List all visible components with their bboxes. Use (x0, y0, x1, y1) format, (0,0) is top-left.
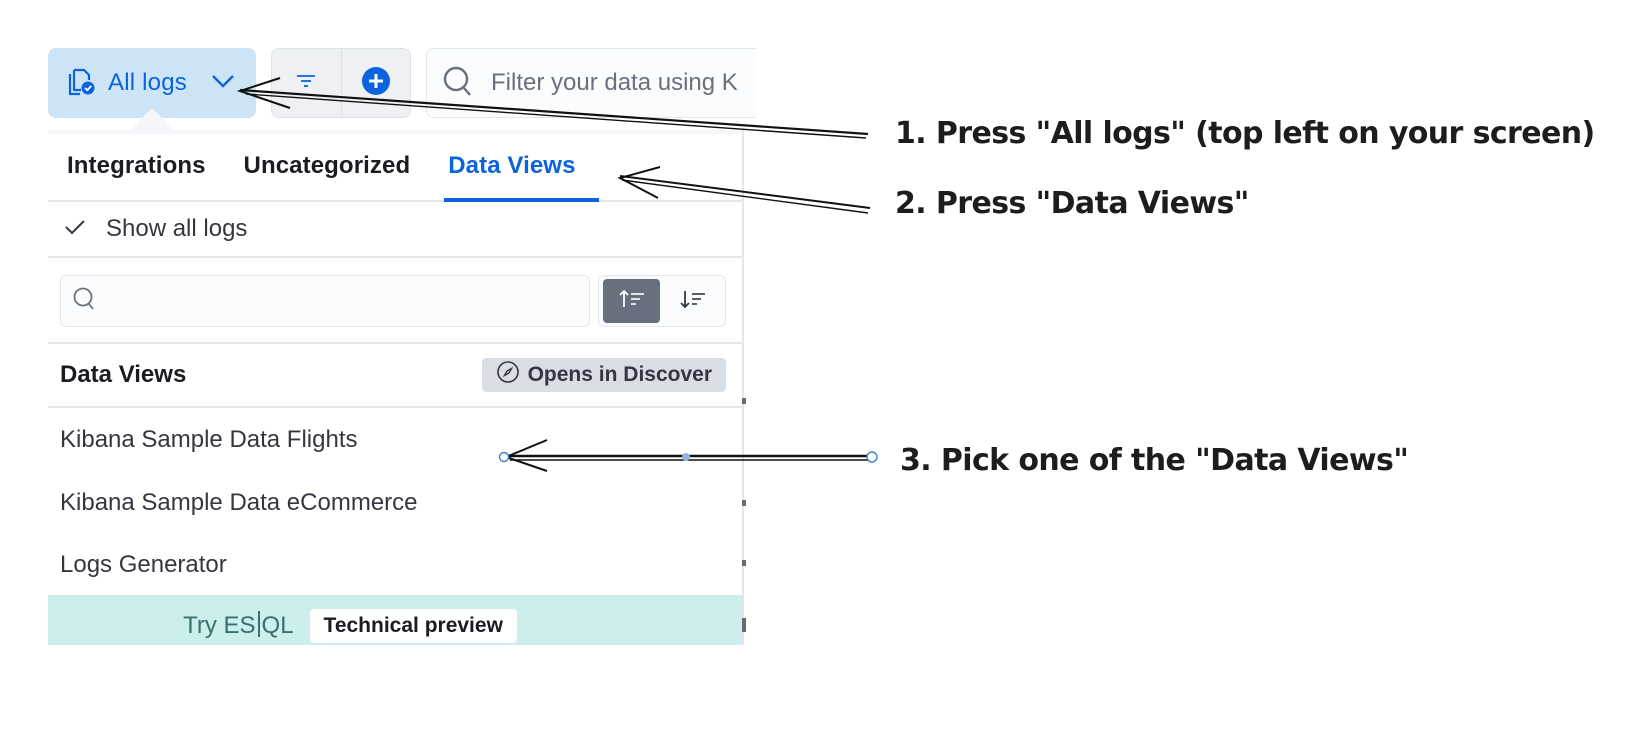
edge-artifact (742, 560, 746, 566)
show-all-logs-label: Show all logs (106, 215, 248, 242)
filter-button-group (271, 48, 411, 118)
data-view-item-logs-generator[interactable]: Logs Generator (60, 551, 227, 578)
check-icon (64, 219, 86, 240)
search-icon (73, 286, 97, 317)
opens-in-discover-badge: Opens in Discover (481, 358, 726, 392)
compass-icon (496, 360, 520, 390)
sort-button-group (598, 275, 726, 327)
data-view-search-row (60, 275, 726, 327)
data-view-search-input[interactable] (109, 276, 589, 326)
logs-document-check-icon (68, 66, 96, 101)
data-view-search-field[interactable] (60, 275, 590, 327)
edge-artifact (742, 500, 746, 506)
sort-descending-button[interactable] (664, 279, 721, 323)
edge-artifact (742, 618, 746, 632)
annotation-step-3: 3. Pick one of the "Data Views" (900, 443, 1409, 478)
sort-ascending-icon (617, 288, 647, 315)
edge-artifact (742, 398, 746, 404)
tab-data-views[interactable]: Data Views (429, 134, 599, 202)
popover-caret (130, 108, 174, 130)
filter-lines-icon (295, 73, 317, 94)
data-views-section-header: Data Views Opens in Discover (48, 342, 742, 408)
query-input[interactable] (491, 69, 756, 97)
data-source-selector-button[interactable]: All logs (48, 48, 256, 118)
data-view-list: Kibana Sample Data Flights Kibana Sample… (48, 408, 742, 596)
add-filter-button[interactable] (340, 49, 411, 117)
data-view-item-flights[interactable]: Kibana Sample Data Flights (60, 426, 358, 453)
opens-in-discover-label: Opens in Discover (527, 363, 712, 386)
data-views-section-title: Data Views (60, 361, 187, 388)
search-icon (443, 65, 473, 102)
technical-preview-badge: Technical preview (309, 609, 517, 643)
show-all-logs-item[interactable]: Show all logs (48, 202, 742, 258)
filter-menu-button[interactable] (272, 49, 341, 117)
sort-ascending-button[interactable] (603, 279, 660, 323)
tab-integrations[interactable]: Integrations (67, 152, 206, 179)
popover-tabs: Integrations Uncategorized Data Views (48, 134, 742, 202)
annotation-step-2: 2. Press "Data Views" (895, 186, 1249, 221)
query-bar[interactable] (426, 48, 756, 118)
chevron-down-icon (211, 73, 235, 94)
tab-uncategorized[interactable]: Uncategorized (243, 152, 411, 179)
data-source-popover: Integrations Uncategorized Data Views Sh… (48, 130, 744, 645)
sort-descending-icon (678, 288, 708, 315)
plus-circle-icon (361, 66, 391, 101)
data-view-item-ecommerce[interactable]: Kibana Sample Data eCommerce (60, 489, 418, 516)
data-source-selector-label: All logs (108, 69, 187, 96)
annotation-step-1: 1. Press "All logs" (top left on your sc… (895, 116, 1595, 151)
